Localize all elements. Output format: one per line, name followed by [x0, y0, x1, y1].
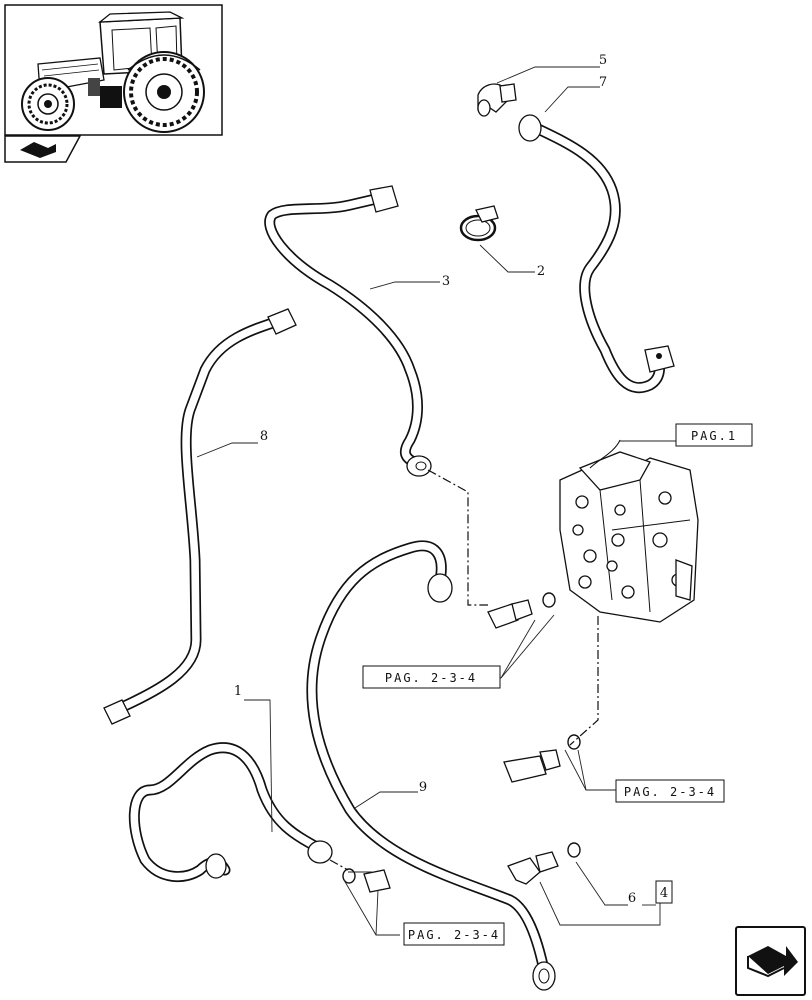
svg-text:PAG. 2-3-4: PAG. 2-3-4 — [408, 928, 500, 942]
callout-5: 5 — [599, 53, 607, 68]
control-valve-block — [559, 439, 699, 623]
callout-3: 3 — [442, 274, 450, 289]
adapter-fitting-bottom — [342, 868, 391, 893]
callout-9: 9 — [419, 780, 427, 795]
callout-8: 8 — [260, 429, 268, 444]
pipe-part-9 — [306, 540, 556, 991]
page-ref-bottom-fitting[interactable]: PAG. 2-3-4 — [403, 922, 505, 946]
callout-7: 7 — [599, 75, 607, 90]
pipe-part-7 — [518, 114, 675, 393]
svg-text:PAG. 2-3-4: PAG. 2-3-4 — [385, 671, 477, 685]
svg-text:PAG. 2-3-4: PAG. 2-3-4 — [624, 785, 716, 799]
callout-6: 6 — [628, 891, 636, 906]
svg-text:PAG.1: PAG.1 — [691, 429, 737, 443]
page-ref-upper-fitting[interactable]: PAG. 2-3-4 — [362, 665, 501, 689]
svg-text:4: 4 — [660, 886, 668, 901]
adapter-fitting-lower — [503, 734, 581, 783]
pipe-part-1 — [128, 742, 333, 883]
pipe-part-3 — [264, 185, 432, 477]
boxed-reference-4: 4 — [655, 880, 673, 904]
page-ref-valve[interactable]: PAG.1 — [675, 423, 753, 447]
hose-clamp-part-2 — [459, 205, 499, 242]
elbow-fitting-part-6 — [507, 842, 581, 885]
leader-lines — [196, 66, 676, 936]
tractor-thumbnail-icon — [4, 4, 223, 136]
callout-1: 1 — [234, 684, 242, 699]
callout-2: 2 — [537, 264, 545, 279]
assembly-lines — [329, 469, 599, 871]
section-tab-icon — [4, 135, 82, 163]
pipe-part-8 — [103, 308, 297, 725]
next-page-arrow-icon[interactable] — [735, 926, 806, 996]
page-ref-lower-fitting[interactable]: PAG. 2-3-4 — [615, 779, 725, 803]
adapter-fitting-upper — [487, 592, 556, 629]
elbow-fitting-part-5 — [477, 83, 517, 117]
